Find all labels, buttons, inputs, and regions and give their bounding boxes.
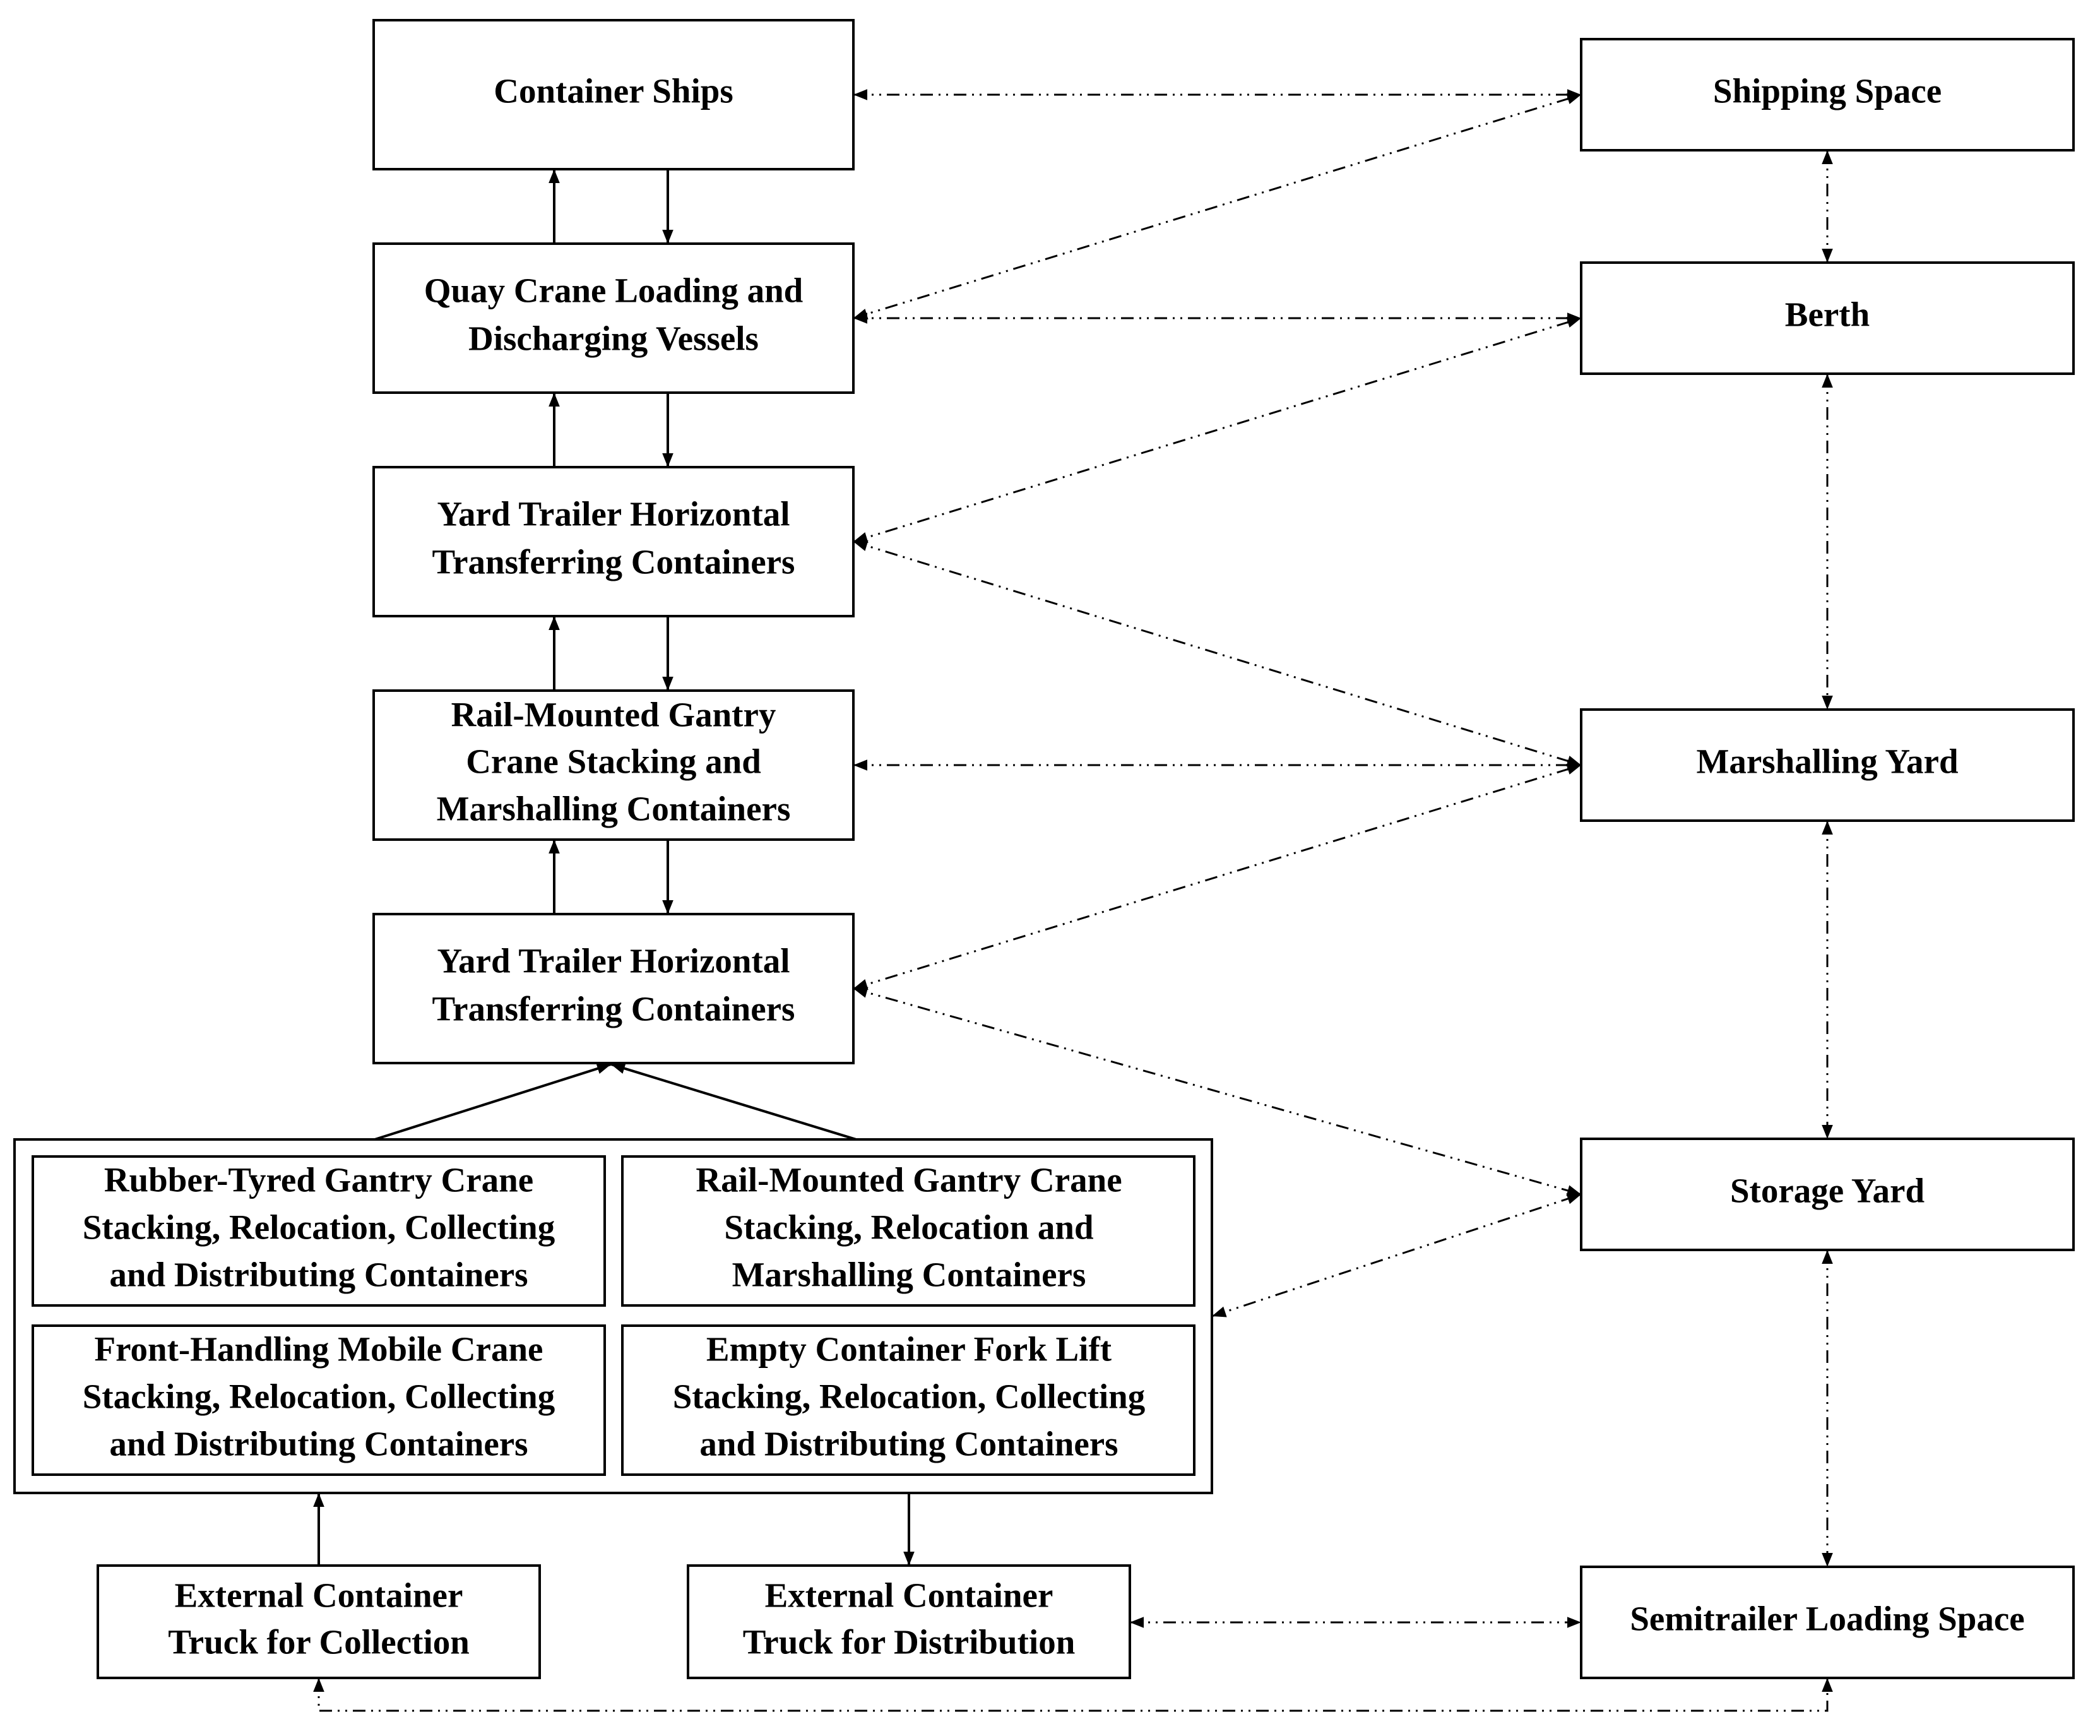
box-label: Crane Stacking and (466, 742, 761, 781)
box-label: Rail-Mounted Gantry Crane (696, 1161, 1122, 1199)
box-quay-crane: Quay Crane Loading and Discharging Vesse… (372, 242, 855, 394)
connectors (313, 89, 1833, 1712)
box-rmg-marshalling: Rail-Mounted Gantry Crane Stacking and M… (372, 689, 855, 841)
box-label: Berth (1785, 295, 1870, 334)
box-yard-trailer-2: Yard Trailer Horizontal Transferring Con… (372, 913, 855, 1064)
box-label: Transferring Containers (432, 543, 795, 581)
box-truck-collection: External Container Truck for Collection (97, 1564, 541, 1679)
box-label: Discharging Vessels (468, 319, 759, 358)
box-rtg: Rubber-Tyred Gantry Crane Stacking, Relo… (32, 1155, 606, 1307)
box-label: and Distributing Containers (699, 1425, 1118, 1463)
box-label: Stacking, Relocation, Collecting (673, 1377, 1146, 1416)
box-label: External Container (765, 1576, 1053, 1615)
box-label: Marshalling Containers (437, 790, 791, 828)
box-label: Front-Handling Mobile Crane (95, 1330, 543, 1369)
link-quay-shipping-space (853, 93, 1582, 319)
box-yard-trailer-1: Yard Trailer Horizontal Transferring Con… (372, 466, 855, 617)
box-label: Semitrailer Loading Space (1630, 1600, 2024, 1638)
box-label: Quay Crane Loading and (424, 271, 804, 310)
box-label: Stacking, Relocation, Collecting (83, 1377, 555, 1416)
box-label: Yard Trailer Horizontal (437, 942, 790, 980)
box-label: External Container (175, 1576, 463, 1615)
link-collection-semitrailer (313, 1678, 1833, 1712)
box-label: Marshalling Yard (1696, 742, 1958, 781)
box-front-handling: Front-Handling Mobile Crane Stacking, Re… (32, 1324, 606, 1476)
box-label: Transferring Containers (432, 990, 795, 1028)
box-label: Rail-Mounted Gantry (451, 696, 776, 734)
box-rmg-storage: Rail-Mounted Gantry Crane Stacking, Relo… (621, 1155, 1195, 1307)
box-label: and Distributing Containers (109, 1256, 528, 1294)
link-trailer2-storage (853, 987, 1582, 1196)
box-semitrailer: Semitrailer Loading Space (1580, 1566, 2075, 1679)
box-container-ships: Container Ships (372, 19, 855, 170)
box-berth: Berth (1580, 261, 2075, 375)
box-label: Shipping Space (1713, 72, 1942, 110)
box-label: Stacking, Relocation and (724, 1208, 1093, 1247)
link-trailer1-berth (853, 317, 1582, 543)
box-label: Rubber-Tyred Gantry Crane (104, 1161, 533, 1199)
box-marshalling-yard: Marshalling Yard (1580, 708, 2075, 822)
box-label: Empty Container Fork Lift (706, 1330, 1112, 1369)
box-label: Truck for Collection (168, 1623, 470, 1662)
link-trailer2-marshalling (853, 764, 1582, 990)
box-storage-yard: Storage Yard (1580, 1138, 2075, 1251)
box-label: Stacking, Relocation, Collecting (83, 1208, 555, 1247)
box-label: Marshalling Containers (732, 1256, 1086, 1294)
box-label: Storage Yard (1730, 1172, 1925, 1210)
box-label: Container Ships (494, 72, 733, 110)
box-forklift: Empty Container Fork Lift Stacking, Relo… (621, 1324, 1195, 1476)
box-label: Yard Trailer Horizontal (437, 495, 790, 533)
box-shipping-space: Shipping Space (1580, 38, 2075, 152)
box-truck-distribution: External Container Truck for Distributio… (687, 1564, 1131, 1679)
link-trailer1-marshalling (853, 540, 1582, 766)
link-group-storage (1211, 1193, 1582, 1317)
box-label: and Distributing Containers (109, 1425, 528, 1463)
box-label: Truck for Distribution (743, 1623, 1076, 1662)
